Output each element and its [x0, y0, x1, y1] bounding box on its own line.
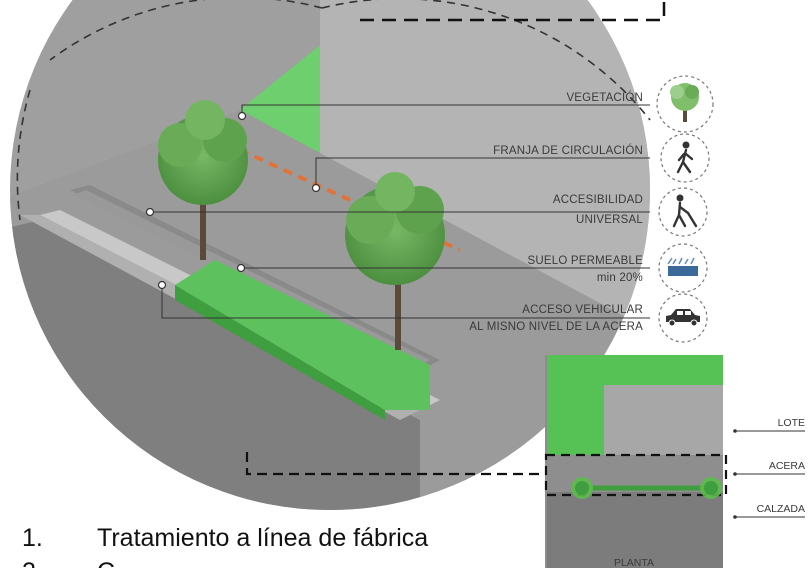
- numbered-list: 1. Tratamiento a línea de fábrica 2. C: [22, 524, 428, 568]
- permeable-soil-strip: [175, 260, 430, 410]
- list-number-1: 1.: [22, 524, 43, 552]
- plan-label-calzada: CALZADA: [757, 503, 805, 515]
- callout-acceso-vehicular-line1: ACCESO VEHICULAR: [522, 304, 643, 316]
- axonometric-view: [10, 0, 650, 510]
- plan-label-acera: ACERA: [769, 460, 805, 472]
- callout-dots: [145, 111, 321, 290]
- callout-suelo-permeable-line1: SUELO PERMEABLE: [528, 255, 644, 267]
- list-number-2: 2.: [22, 558, 43, 568]
- plan-connector: [245, 452, 546, 476]
- plan-caption: PLANTA: [614, 557, 654, 568]
- callout-vegetacion: VEGETACIÓN: [566, 91, 643, 104]
- tree-right: [345, 172, 445, 350]
- callout-icons: [656, 75, 714, 343]
- circulation-strip-line: [239, 148, 461, 252]
- permeable-soil-icon: [658, 243, 708, 293]
- detail-circle-arc: [321, 0, 651, 121]
- list-item-1: Tratamiento a línea de fábrica: [97, 524, 428, 552]
- tree-left: [158, 100, 248, 260]
- plan-label-lote: LOTE: [778, 417, 805, 429]
- plan-view: LOTE ACERA CALZADA PLANTA: [245, 355, 805, 568]
- callout-franja-circulacion: FRANJA DE CIRCULACIÓN: [493, 144, 643, 157]
- plan-roadway: [547, 492, 723, 568]
- callout-acceso-vehicular-line2: AL MISNO NIVEL DE LA ACERA: [469, 321, 643, 333]
- pedestrian-icon: [660, 133, 710, 183]
- list-item-2: C: [97, 558, 115, 568]
- callout-suelo-permeable-line2: min 20%: [597, 272, 643, 284]
- car-icon: [658, 293, 708, 343]
- plan-lot-building: [604, 385, 723, 455]
- top-dashed-bracket: [360, 0, 666, 22]
- tree-icon: [656, 75, 714, 133]
- callout-accesibilidad-line1: ACCESIBILIDAD: [553, 194, 643, 206]
- blind-walker-icon: [658, 187, 708, 237]
- callout-accesibilidad-line2: UNIVERSAL: [576, 214, 643, 226]
- callout-labels: VEGETACIÓN FRANJA DE CIRCULACIÓN ACCESIB…: [469, 91, 643, 333]
